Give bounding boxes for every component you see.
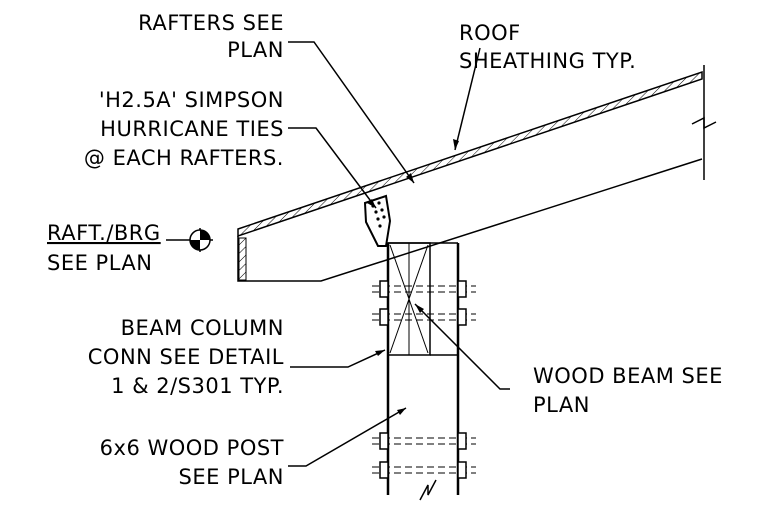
leader-beam xyxy=(414,303,510,390)
elevation-target-icon xyxy=(166,228,213,252)
rafters-label-line-2: PLAN xyxy=(227,38,284,62)
raft-brg-label: RAFT./BRG xyxy=(47,221,161,245)
bolt-lower-1 xyxy=(372,432,476,450)
roof-label-line-1: ROOF xyxy=(459,21,521,45)
bolt-upper-1 xyxy=(372,280,476,298)
post-column xyxy=(386,242,460,501)
rafter-break-line xyxy=(691,65,717,180)
roof-label-line-2: SHEATHING TYP. xyxy=(459,49,636,73)
beam-label-line-1: WOOD BEAM SEE xyxy=(533,364,723,388)
leader-roof xyxy=(453,47,481,151)
rafters-label-line-1: RAFTERS SEE xyxy=(138,11,284,35)
leader-ties xyxy=(288,127,377,209)
raft-see-plan-label: SEE PLAN xyxy=(47,251,152,275)
conn-label-line-2: CONN SEE DETAIL xyxy=(88,345,284,369)
leader-rafters xyxy=(288,41,415,184)
conn-label-line-3: 1 & 2/S301 TYP. xyxy=(111,374,284,398)
ties-label-line-1: 'H2.5A' SIMPSON xyxy=(99,88,284,112)
break-line-icon xyxy=(419,479,437,501)
rafter xyxy=(237,158,703,282)
ties-label-line-3: @ EACH RAFTERS. xyxy=(84,146,284,170)
hurricane-tie xyxy=(363,194,392,247)
break-line-icon xyxy=(691,116,717,130)
roof-sheathing xyxy=(237,70,703,238)
leader-post xyxy=(288,407,407,467)
bolt-upper-2 xyxy=(372,308,476,326)
beam-label-line-2: PLAN xyxy=(533,393,590,417)
ties-label-line-2: HURRICANE TIES xyxy=(100,117,284,141)
conn-label-line-1: BEAM COLUMN xyxy=(121,316,284,340)
wood-beam xyxy=(387,242,431,356)
bolt-lower-2 xyxy=(372,461,476,479)
leader-conn xyxy=(290,349,386,368)
post-label-line-2: SEE PLAN xyxy=(179,465,284,489)
post-label-line-1: 6x6 WOOD POST xyxy=(100,436,284,460)
